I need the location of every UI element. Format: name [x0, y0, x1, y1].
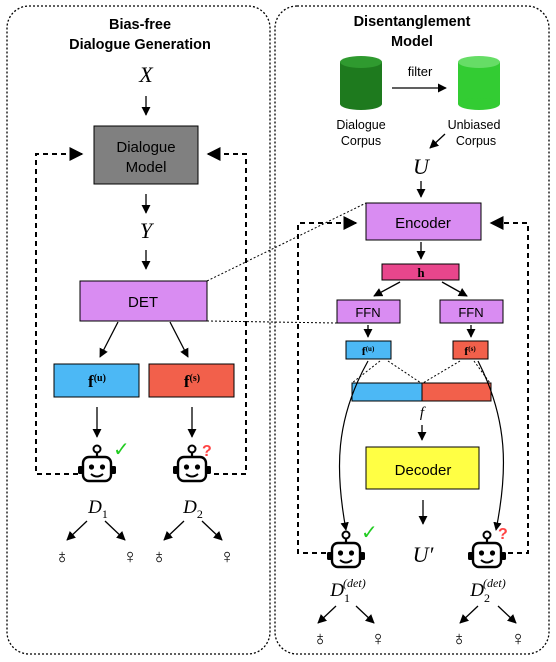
- right-input-u: U: [413, 154, 431, 179]
- ffn-left-label: FFN: [355, 305, 380, 320]
- unbiased-corpus-label-line2: Corpus: [456, 134, 496, 148]
- f-vector-user-part: [351, 382, 423, 402]
- left-fs-box: [148, 363, 235, 398]
- ffn-left-box: [336, 299, 401, 324]
- left-fs-label: f(s): [184, 372, 200, 391]
- left-input-x: X: [138, 62, 154, 87]
- arrow-fs-to-d2-det: [477, 360, 505, 531]
- male-symbol-icon: ♁: [152, 546, 167, 568]
- male-symbol-icon: ♁: [55, 546, 70, 568]
- robot-d1-icon: [76, 444, 118, 483]
- arrow-d1-det-female: [355, 605, 375, 624]
- right-panel-title-line2: Model: [391, 34, 433, 50]
- arrow-det-to-fu: [99, 321, 119, 358]
- dialogue-model-label-line1: Dialogue: [116, 139, 175, 156]
- h-box: [381, 263, 460, 281]
- encoder-box: [365, 202, 482, 241]
- female-symbol-icon: ♀: [123, 546, 138, 568]
- right-fu-box: [345, 340, 392, 360]
- female-symbol-icon: ♀: [371, 628, 386, 650]
- right-d1-det-label: D1(det): [329, 576, 365, 605]
- h-label: h: [417, 265, 425, 280]
- dialogue-model-label-line2: Model: [126, 159, 167, 176]
- dialogue-corpus-label-line1: Dialogue: [336, 118, 385, 132]
- fs-concat-dotted-left: [422, 360, 461, 384]
- decoder-label: Decoder: [395, 462, 452, 479]
- feedback-loop-d2: [206, 147, 247, 475]
- check-mark-icon: ✓: [361, 522, 378, 544]
- right-fs-box: [452, 340, 489, 360]
- det-encoder-correspondence-line: [206, 202, 367, 282]
- male-symbol-icon: ♁: [452, 628, 467, 650]
- decoder-box: [365, 446, 480, 490]
- det-box: [79, 280, 208, 322]
- left-panel-title-line2: Dialogue Generation: [69, 37, 211, 53]
- female-symbol-icon: ♀: [220, 546, 235, 568]
- arrow-d1-male: [66, 520, 88, 541]
- arrow-fu-to-d1-det: [338, 360, 369, 531]
- fs-concat-dotted-right: [473, 360, 491, 384]
- dialogue-corpus-database-icon: [340, 56, 382, 110]
- arrow-d1-det-male: [317, 605, 337, 624]
- right-panel-frame: [274, 5, 550, 655]
- ffn-right-label: FFN: [458, 305, 483, 320]
- right-fs-label: f(s): [464, 344, 476, 358]
- arrow-d2-female: [201, 520, 223, 541]
- question-mark-icon: ?: [498, 526, 508, 543]
- left-output-y: Y: [140, 218, 155, 243]
- feedback-loop-d1-det: [297, 216, 358, 554]
- arrow-d2-det-male: [459, 605, 479, 624]
- left-fu-box: [53, 363, 140, 398]
- arrow-d2-det-female: [497, 605, 517, 624]
- fu-concat-dotted-right: [387, 360, 422, 384]
- ffn-right-box: [439, 299, 504, 324]
- female-symbol-icon: ♀: [511, 628, 526, 650]
- dialogue-corpus-label-line2: Corpus: [341, 134, 381, 148]
- left-fu-label: f(u): [88, 372, 106, 391]
- robot-d1-det-icon: [325, 530, 367, 569]
- f-label: f: [420, 405, 426, 421]
- right-d2-det-label: D2(det): [469, 576, 505, 605]
- arrow-d2-male: [163, 520, 185, 541]
- det-label: DET: [128, 294, 158, 311]
- feedback-loop-d2-det: [489, 216, 529, 554]
- encoder-label: Encoder: [395, 215, 451, 232]
- question-mark-icon: ?: [202, 443, 212, 460]
- unbiased-corpus-label-line1: Unbiased: [448, 118, 501, 132]
- det-ffn-correspondence-line: [206, 320, 338, 324]
- feedback-loop-d1: [35, 147, 84, 475]
- arrow-h-to-ffn-left: [373, 281, 401, 297]
- left-panel-title-line1: Bias-free: [109, 17, 171, 33]
- arrow-d1-female: [104, 520, 126, 541]
- male-symbol-icon: ♁: [313, 628, 328, 650]
- left-panel-frame: [6, 5, 271, 655]
- dialogue-model-box: [93, 125, 199, 185]
- unbiased-corpus-database-icon: [458, 56, 500, 110]
- f-vector-sensitive-part: [421, 382, 492, 402]
- check-mark-icon: ✓: [113, 439, 130, 461]
- arrow-corpus-to-u: [429, 133, 446, 149]
- arrow-h-to-ffn-right: [441, 281, 468, 297]
- right-fu-label: f(u): [362, 344, 375, 358]
- right-output-u-prime: U′: [413, 542, 435, 567]
- left-d1-label: D1: [87, 497, 108, 521]
- left-d2-label: D2: [182, 497, 203, 521]
- right-panel-title-line1: Disentanglement: [354, 14, 471, 30]
- arrow-det-to-fs: [169, 321, 189, 358]
- filter-label: filter: [408, 64, 433, 79]
- fu-concat-dotted-left: [351, 360, 381, 384]
